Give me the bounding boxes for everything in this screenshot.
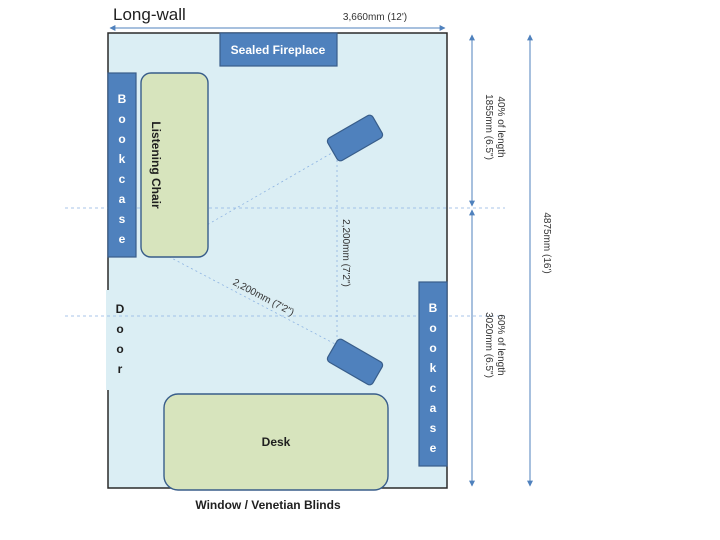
bookcase-left-letter: a — [119, 192, 126, 206]
guide-listener-to-speaker-bottom — [159, 251, 338, 346]
bookcase-right-letter: c — [430, 381, 437, 395]
bookcase-left-letter: o — [118, 132, 125, 146]
desk-label: Desk — [262, 435, 291, 449]
speaker-top — [326, 114, 384, 162]
listening-chair-label: Listening Chair — [149, 121, 163, 209]
speaker-bottom — [326, 338, 384, 386]
diagram-title: Long-wall — [113, 5, 186, 24]
bookcase-left-letter: s — [119, 212, 126, 226]
speaker-gap-dimension: 2,200mm (7'2") — [340, 219, 351, 287]
bookcase-right-letter: a — [430, 401, 437, 415]
door-letter: o — [116, 322, 123, 336]
bookcase-right-letter: o — [429, 321, 436, 335]
total-length-label: 4875mm (16') — [541, 212, 552, 273]
listening-chair — [140, 72, 209, 258]
width-dimension-label: 3,660mm (12') — [343, 12, 407, 23]
bookcase-right-letter: k — [430, 361, 437, 375]
dimension-60pct-line1: 60% of length — [495, 314, 506, 375]
door-letter: r — [118, 362, 123, 376]
sealed-fireplace-label: Sealed Fireplace — [231, 43, 326, 57]
door-opening — [106, 290, 111, 390]
bookcase-left-letter: k — [119, 152, 126, 166]
sealed-fireplace — [219, 32, 338, 67]
bookcase-right-letter: e — [430, 441, 437, 455]
window-label: Window / Venetian Blinds — [195, 498, 341, 512]
door-letter: o — [116, 342, 123, 356]
bookcase-right — [418, 281, 448, 467]
bookcase-right-letter: s — [430, 421, 437, 435]
bookcase-left — [107, 72, 137, 258]
bookcase-left-letter: c — [119, 172, 126, 186]
bookcase-left-letter: B — [118, 92, 127, 106]
desk — [163, 393, 389, 491]
bookcase-right-letter: o — [429, 341, 436, 355]
bookcase-right-letter: B — [429, 301, 438, 315]
guide-listener-to-speaker-top — [159, 149, 338, 253]
dimension-40pct-line2: 1855mm (6.5") — [483, 94, 494, 160]
bookcase-left-letter: o — [118, 112, 125, 126]
bookcase-left-letter: e — [119, 232, 126, 246]
dimension-40pct-line1: 40% of length — [495, 96, 506, 157]
door-letter: D — [116, 302, 125, 316]
dimension-60pct-line2: 3020mm (6.5") — [483, 312, 494, 378]
